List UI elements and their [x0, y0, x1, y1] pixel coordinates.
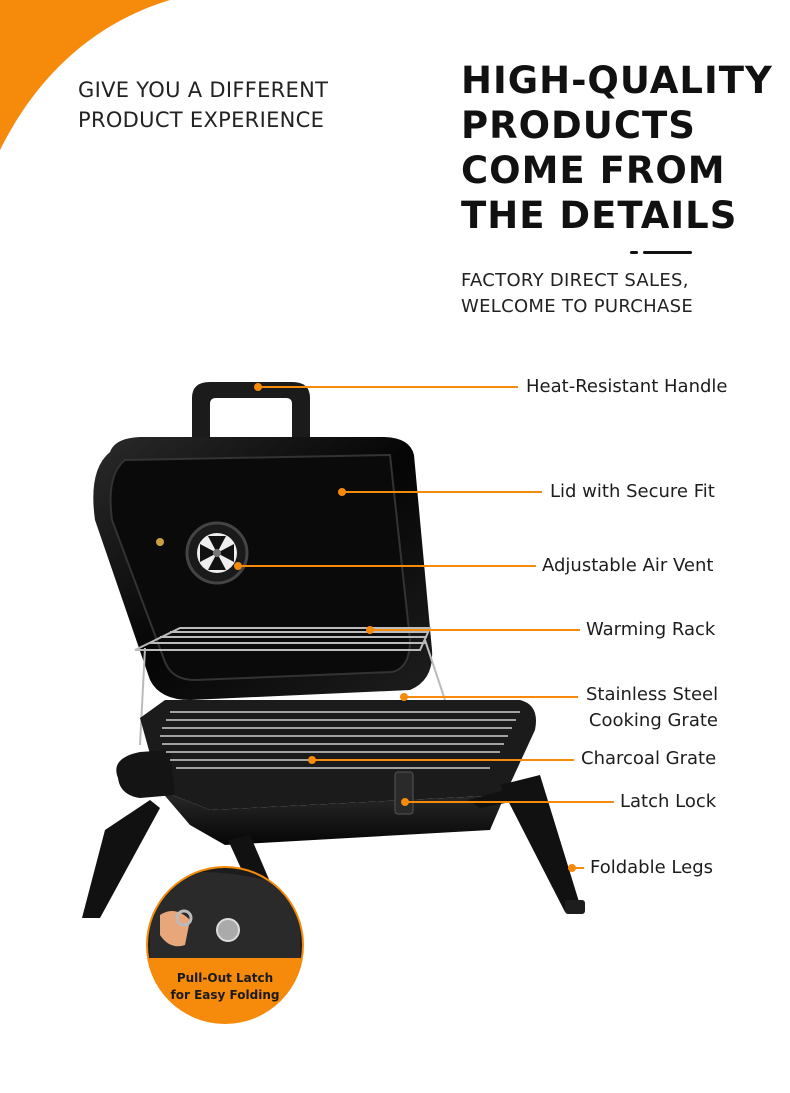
- grill-body: [116, 700, 536, 845]
- subtagline: FACTORY DIRECT SALES, WELCOME TO PURCHAS…: [461, 268, 781, 320]
- left-tagline: GIVE YOU A DIFFERENT PRODUCT EXPERIENCE: [78, 75, 378, 135]
- headline-line-4: THE DETAILS: [461, 194, 738, 237]
- callout-charcoal-grate: Charcoal Grate: [581, 748, 717, 769]
- callout-cooking-grate-line-2: Cooking Grate: [588, 710, 718, 731]
- callout-leader-lines: [234, 383, 614, 872]
- inset-caption-line-2: for Easy Folding: [170, 988, 280, 1002]
- grill-handle: [192, 382, 310, 440]
- headline: HIGH-QUALITY PRODUCTS COME FROM THE DETA…: [461, 58, 781, 238]
- headline-line-2: PRODUCTS: [461, 104, 696, 147]
- latch-lock: [394, 771, 414, 815]
- headline-line-1: HIGH-QUALITY: [461, 59, 773, 102]
- callout-handle: Heat-Resistant Handle: [526, 376, 728, 397]
- callout-legs: Foldable Legs: [590, 857, 713, 878]
- left-tagline-line-2: PRODUCT EXPERIENCE: [78, 108, 325, 132]
- grill-lid: [93, 437, 433, 700]
- inset-caption: Pull-Out Latch for Easy Folding: [150, 970, 300, 1004]
- inset-caption-line-1: Pull-Out Latch: [176, 971, 274, 985]
- left-tagline-line-1: GIVE YOU A DIFFERENT: [78, 78, 329, 102]
- subtagline-line-2: WELCOME TO PURCHASE: [461, 296, 694, 317]
- headline-divider: [630, 251, 692, 254]
- callout-cooking-grate: Stainless Steel Cooking Grate: [586, 682, 718, 734]
- air-vent: [185, 521, 249, 585]
- subtagline-line-1: FACTORY DIRECT SALES,: [461, 270, 689, 291]
- headline-line-3: COME FROM: [461, 149, 726, 192]
- callout-cooking-grate-line-1: Stainless Steel: [586, 684, 719, 705]
- grill-illustration: [82, 382, 614, 1024]
- callout-warming-rack: Warming Rack: [586, 619, 716, 640]
- callout-latch-lock: Latch Lock: [620, 791, 717, 812]
- corner-swoosh-decoration: [0, 0, 170, 150]
- callout-air-vent: Adjustable Air Vent: [542, 555, 714, 576]
- warming-rack: [134, 627, 446, 746]
- callout-lid: Lid with Secure Fit: [550, 481, 715, 502]
